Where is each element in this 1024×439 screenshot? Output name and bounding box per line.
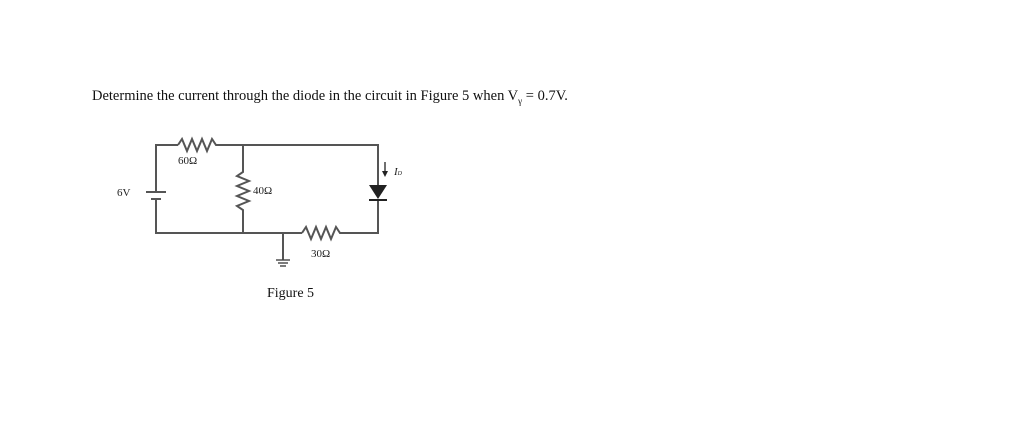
wire-top-left — [155, 144, 178, 192]
resistor-30 — [301, 200, 379, 242]
diode-icon — [369, 185, 387, 199]
current-arrow-head — [382, 171, 388, 177]
r2-label: 40Ω — [253, 185, 272, 197]
current-label: ID — [393, 166, 403, 178]
wire-battery-bottom — [155, 200, 302, 234]
question-subscript: γ — [518, 95, 523, 106]
question-prefix: Determine the current through the diode … — [92, 88, 519, 104]
figure-caption: Figure 5 — [267, 286, 315, 301]
r3-label: 30Ω — [311, 248, 330, 260]
question-suffix: = 0.7V. — [522, 88, 568, 104]
question-text: Determine the current through the diode … — [92, 88, 568, 106]
resistor-40 — [234, 145, 252, 233]
r1-label: 60Ω — [178, 155, 197, 167]
ground-icon — [276, 259, 290, 267]
resistor-60 — [177, 136, 379, 185]
source-label: 6V — [117, 187, 131, 199]
